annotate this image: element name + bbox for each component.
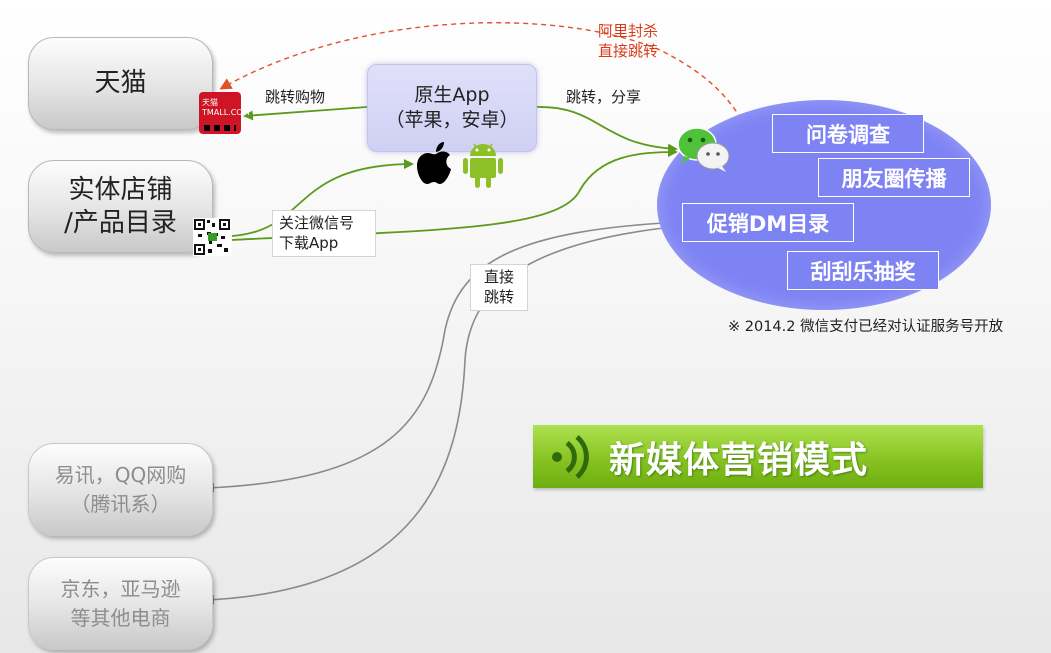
arrow-app-to-wechat — [534, 106, 678, 154]
feature-survey: 问卷调查 — [772, 114, 924, 153]
node-jd-label: 京东，亚马逊 等其他电商 — [60, 576, 181, 630]
arrow-store-to-app — [231, 159, 414, 237]
apple-logo-icon — [417, 142, 451, 184]
arrow-app-to-tmall — [243, 106, 368, 121]
qr-code-icon — [193, 218, 231, 256]
arrow-promo-to-yixun — [204, 221, 683, 493]
node-tmall: 天猫 — [28, 37, 213, 130]
node-jd: 京东，亚马逊 等其他电商 — [28, 557, 213, 650]
wechat-logo-icon — [677, 127, 730, 172]
node-yixun: 易讯，QQ网购 （腾讯系） — [28, 443, 213, 536]
label-follow-download: 关注微信号 下载App — [272, 210, 376, 257]
arrow-promo-to-jd — [204, 225, 683, 605]
feature-promo-dm: 促销DM目录 — [682, 203, 854, 242]
banner-title: 新媒体营销模式 — [609, 439, 869, 481]
label-alibaba-block: 阿里封杀 直接跳转 — [598, 22, 659, 60]
label-direct-jump: 直接 跳转 — [470, 264, 528, 311]
node-tmall-label: 天猫 — [94, 68, 147, 99]
native-app-box: 原生App （苹果，安卓） — [367, 64, 537, 152]
title-banner: 新媒体营销模式 — [533, 425, 983, 488]
node-store-label: 实体店铺 /产品目录 — [64, 175, 177, 238]
label-jump-share: 跳转，分享 — [566, 88, 642, 106]
feature-moments: 朋友圈传播 — [818, 158, 970, 197]
android-logo-icon — [463, 143, 503, 188]
footnote-wechat-pay: ※ 2014.2 微信支付已经对认证服务号开放 — [728, 319, 1004, 335]
node-store: 实体店铺 /产品目录 — [28, 160, 213, 253]
tmall-logo-text: 天猫 TMALL.COM — [202, 98, 250, 117]
label-jump-shop: 跳转购物 — [265, 88, 326, 106]
feature-scratch-lottery: 刮刮乐抽奖 — [787, 251, 939, 290]
node-yixun-label: 易讯，QQ网购 （腾讯系） — [54, 462, 187, 516]
tmall-logo-icon: 天猫 TMALL.COM — [199, 92, 250, 134]
signal-waves-icon — [552, 434, 589, 479]
